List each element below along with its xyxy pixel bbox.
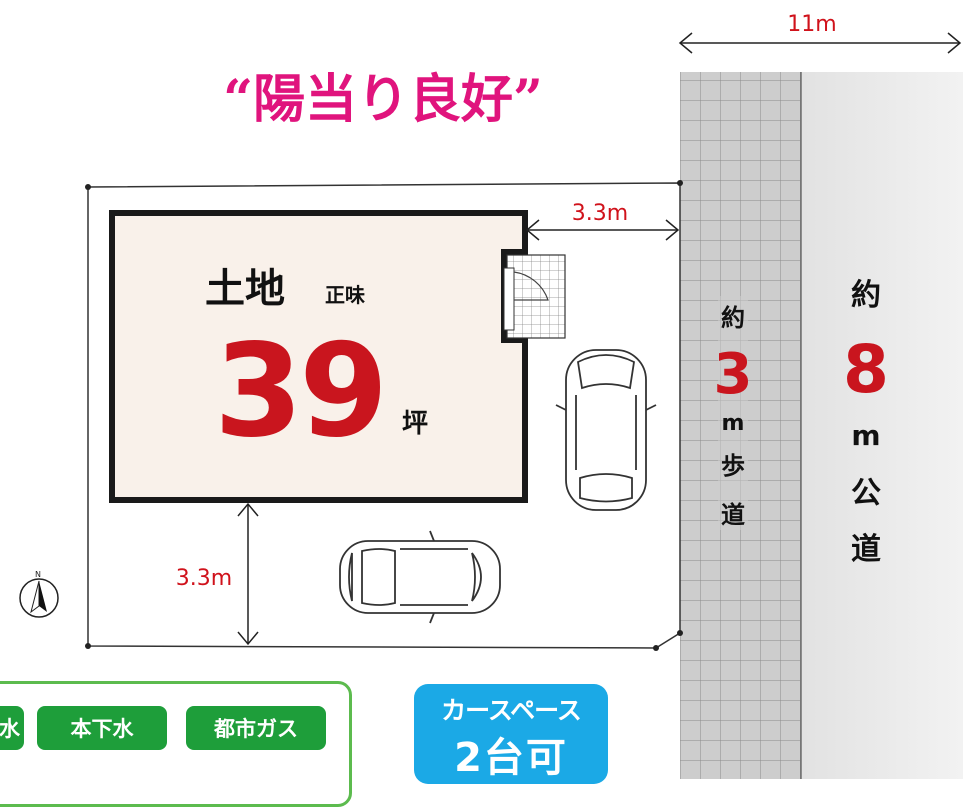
setback-bottom-dimension bbox=[237, 502, 259, 646]
land-label: 土地 bbox=[205, 266, 285, 312]
setback-bottom-label: 3.3m bbox=[176, 566, 232, 591]
car-parked-vertical bbox=[555, 349, 657, 511]
road-name-2: 道 bbox=[851, 532, 881, 567]
entrance-porch bbox=[503, 254, 566, 339]
sidewalk-prefix: 約 bbox=[721, 304, 745, 332]
car-space-label: カースペース bbox=[441, 696, 582, 725]
car-space-badge: カースペース 2台可 bbox=[414, 684, 608, 784]
house-footprint bbox=[109, 210, 528, 503]
headline: “陽当り良好” bbox=[223, 69, 543, 130]
road-width: 8 bbox=[843, 331, 889, 408]
sidewalk-name-2: 道 bbox=[721, 501, 745, 529]
feature-label-main-sewer: 本下水 bbox=[70, 717, 134, 741]
setback-right-dimension bbox=[525, 219, 680, 241]
setback-right-label: 3.3m bbox=[572, 201, 628, 226]
feature-badge-main-sewer: 本下水 bbox=[37, 706, 167, 750]
public-road bbox=[801, 72, 963, 779]
road-unit: m bbox=[851, 419, 880, 452]
feature-label-sewer: 下水 bbox=[0, 717, 20, 741]
site-plan: 11m “陽当り良好” 土地 正味 39 坪 3.3m 3.3m bbox=[0, 12, 963, 807]
road-width-label: 11m bbox=[787, 12, 836, 37]
land-sub-label: 正味 bbox=[325, 283, 365, 307]
sidewalk-width: 3 bbox=[714, 342, 753, 407]
car-parked-horizontal bbox=[339, 530, 501, 624]
public-road-labels: 約 8 m 公 道 bbox=[843, 278, 889, 567]
compass-icon bbox=[19, 578, 59, 618]
feature-badge-city-gas: 都市ガス bbox=[186, 706, 326, 750]
compass-label: N bbox=[35, 570, 41, 579]
road-width-dimension bbox=[678, 32, 962, 54]
road-prefix: 約 bbox=[851, 278, 881, 313]
lot-corner-points bbox=[85, 180, 683, 651]
site-plan-svg: 11m “陽当り良好” 土地 正味 39 坪 3.3m 3.3m bbox=[19, 12, 963, 779]
sidewalk-name-1: 歩 bbox=[721, 452, 745, 480]
sidewalk-unit: m bbox=[722, 411, 745, 436]
car-space-count: 2台可 bbox=[454, 735, 568, 781]
feature-badge-sewer: 下水 bbox=[0, 706, 24, 750]
road-name-1: 公 bbox=[851, 476, 881, 511]
feature-label-city-gas: 都市ガス bbox=[214, 717, 298, 741]
sidewalk-labels: 約 3 m 歩 道 bbox=[714, 296, 753, 530]
land-area-unit: 坪 bbox=[402, 409, 428, 439]
land-area-value: 39 bbox=[214, 317, 384, 466]
